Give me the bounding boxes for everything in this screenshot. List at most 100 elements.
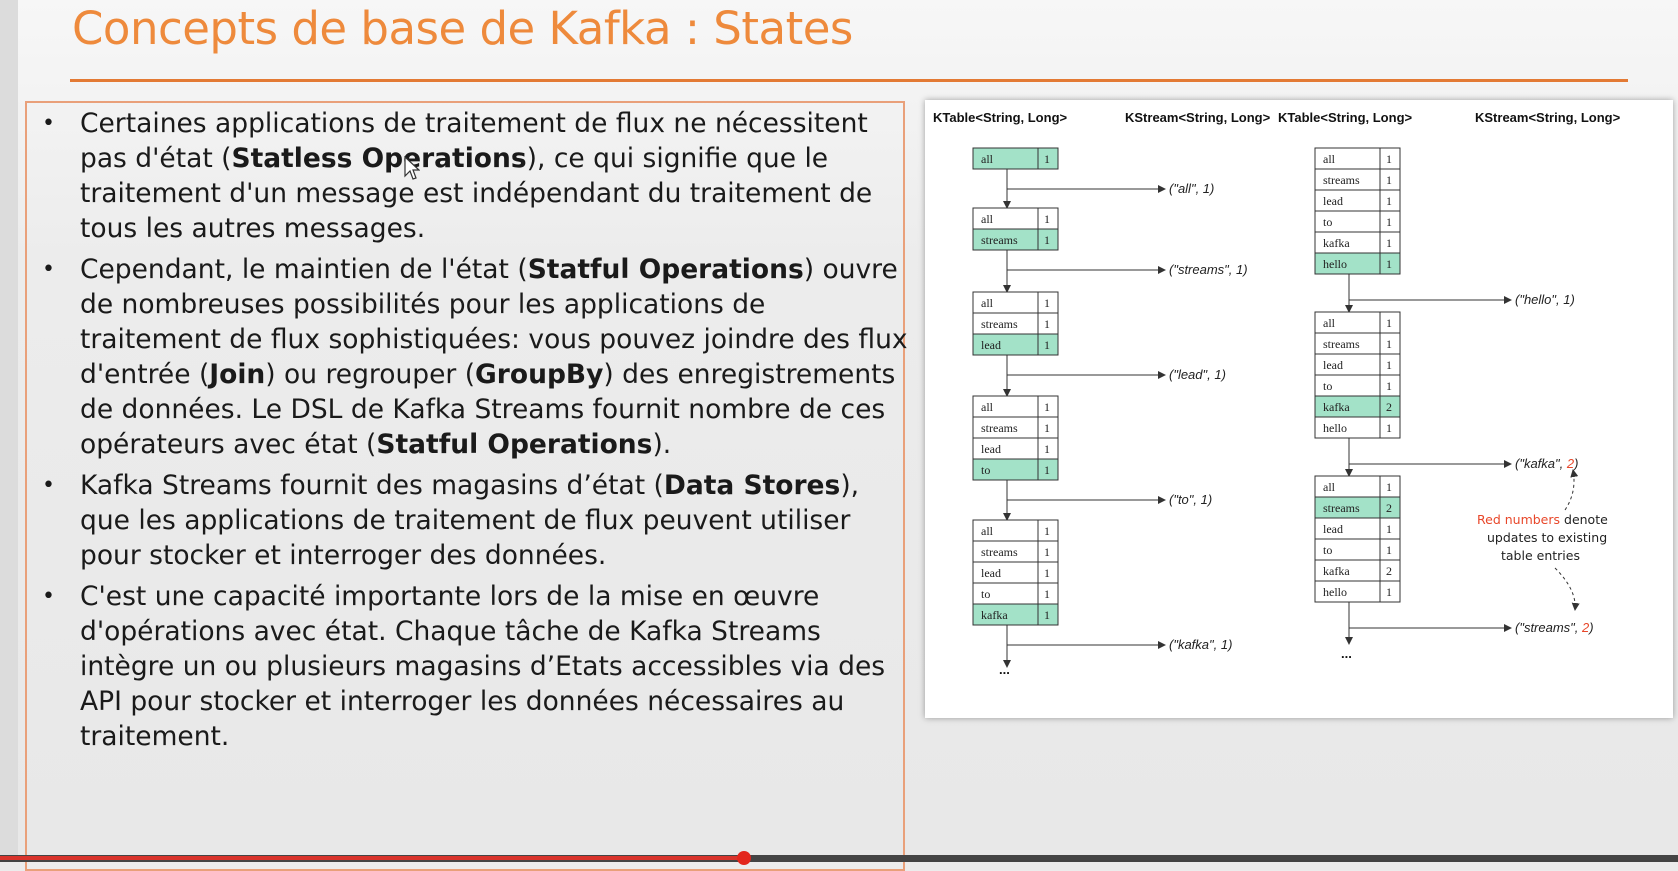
- table-value-cell: [1037, 603, 1059, 626]
- table-value-cell: [1037, 228, 1059, 251]
- bullet-marker: •: [42, 473, 55, 498]
- stream-record-key: ("kafka",: [1515, 456, 1567, 471]
- bullet-bold-term: Statful Operations: [527, 254, 804, 285]
- stream-record: ("hello", 1): [1515, 292, 1575, 307]
- table-key: streams: [1323, 337, 1360, 351]
- table-value: 1: [1044, 338, 1050, 352]
- table-key: to: [1323, 215, 1332, 229]
- bullet-bold-term: GroupBy: [475, 359, 604, 390]
- table-value: 1: [1044, 233, 1050, 247]
- table-value: 1: [1044, 317, 1050, 331]
- table-key: kafka: [1323, 236, 1350, 250]
- table-key: lead: [1323, 358, 1343, 372]
- slide-title: Concepts de base de Kafka : States: [72, 2, 853, 55]
- bullet-item: • Kafka Streams fournit des magasins d’ét…: [38, 468, 908, 573]
- table-key: all: [981, 152, 994, 166]
- column-header: KStream<String, Long>: [1475, 110, 1621, 125]
- continuation-dots: ...: [1341, 646, 1352, 661]
- bullet-bold-term: Statful Operations: [376, 429, 653, 460]
- table-key: streams: [981, 233, 1018, 247]
- stream-record: ("lead", 1): [1169, 367, 1226, 382]
- table-key: lead: [1323, 194, 1343, 208]
- bullet-bold-term: Statless Operations: [231, 143, 527, 174]
- table-value: 1: [1386, 257, 1392, 271]
- bullet-text: C'est une capacité importante lors de la…: [80, 581, 886, 752]
- bullet-text: ) ou regrouper (: [265, 359, 476, 390]
- bullet-text: Cependant, le maintien de l'état (: [80, 254, 528, 285]
- bullet-text: ).: [652, 429, 672, 460]
- bullet-list: • Certaines applications de traitement de…: [38, 106, 908, 760]
- table-key: lead: [981, 566, 1001, 580]
- table-key: hello: [1323, 585, 1347, 599]
- table-value: 2: [1386, 400, 1392, 414]
- bullet-text: ) des enregistrements de données. Le DSL…: [80, 359, 896, 460]
- table-value: 1: [1044, 566, 1050, 580]
- table-value: 1: [1044, 463, 1050, 477]
- stream-record-key: ("streams",: [1515, 620, 1582, 635]
- table-key: hello: [1323, 257, 1347, 271]
- video-progress-handle[interactable]: [737, 851, 751, 865]
- stream-record-end: ): [1587, 620, 1593, 635]
- table-value: 1: [1044, 152, 1050, 166]
- table-value: 1: [1386, 358, 1392, 372]
- table-value: 1: [1386, 543, 1392, 557]
- note-red-term: Red numbers: [1477, 512, 1560, 527]
- note-line: table entries: [1501, 548, 1580, 563]
- table-key: kafka: [1323, 400, 1350, 414]
- table-value-cell: [1379, 580, 1401, 603]
- stream-record: ("all", 1): [1169, 181, 1214, 196]
- bullet-marker: •: [42, 111, 55, 136]
- table-key: all: [981, 296, 994, 310]
- title-underline: [70, 79, 1628, 82]
- table-key: to: [1323, 543, 1332, 557]
- table-key: to: [981, 463, 990, 477]
- column-header: KTable<String, Long>: [933, 110, 1068, 125]
- video-progress-track[interactable]: [0, 855, 1678, 862]
- table-value: 1: [1044, 212, 1050, 226]
- table-value-cell: [1037, 333, 1059, 356]
- bullet-text: ) ouvre de nombreuses possibilités pour …: [80, 254, 908, 390]
- table-key: streams: [1323, 501, 1360, 515]
- table-value: 1: [1386, 379, 1392, 393]
- table-value-cell: [1379, 416, 1401, 439]
- table-value: 1: [1386, 480, 1392, 494]
- note-line: updates to existing: [1487, 530, 1607, 545]
- table-value: 1: [1386, 337, 1392, 351]
- bullet-text: ), ce qui signifie que le traitement d'u…: [80, 143, 873, 244]
- bullet-bold-term: Data Stores: [663, 470, 841, 501]
- table-value: 1: [1044, 400, 1050, 414]
- table-key: streams: [981, 317, 1018, 331]
- mouse-cursor-icon: [404, 156, 420, 180]
- table-key: kafka: [981, 608, 1008, 622]
- bullet-bold-term: Join: [209, 359, 266, 390]
- table-key: hello: [1323, 421, 1347, 435]
- table-key: all: [981, 524, 994, 538]
- table-value: 1: [1386, 236, 1392, 250]
- red-numbers-note: Red numbers denote: [1477, 512, 1608, 527]
- bullet-item: • C'est une capacité importante lors de l…: [38, 579, 908, 754]
- bullet-text: Kafka Streams fournit des magasins d’éta…: [80, 470, 664, 501]
- table-value-cell: [1379, 252, 1401, 275]
- table-value: 1: [1386, 522, 1392, 536]
- stream-record-count: 2: [1581, 620, 1590, 635]
- bullet-text: Certaines applications de traitement de …: [80, 108, 868, 174]
- table-key: streams: [981, 545, 1018, 559]
- continuation-dots: ...: [999, 662, 1010, 677]
- table-value-cell: [1037, 147, 1059, 170]
- column-header: KTable<String, Long>: [1278, 110, 1413, 125]
- table-key: streams: [1323, 173, 1360, 187]
- table-value: 1: [1386, 152, 1392, 166]
- bullet-item: • Certaines applications de traitement de…: [38, 106, 908, 246]
- table-value: 1: [1386, 194, 1392, 208]
- bullet-marker: •: [42, 584, 55, 609]
- video-progress-fill: [0, 856, 745, 860]
- table-value: 1: [1044, 296, 1050, 310]
- table-value: 1: [1044, 442, 1050, 456]
- table-key: lead: [1323, 522, 1343, 536]
- table-value: 1: [1044, 587, 1050, 601]
- table-value: 1: [1044, 545, 1050, 559]
- table-key: lead: [981, 442, 1001, 456]
- table-value: 1: [1386, 173, 1392, 187]
- table-key: streams: [981, 421, 1018, 435]
